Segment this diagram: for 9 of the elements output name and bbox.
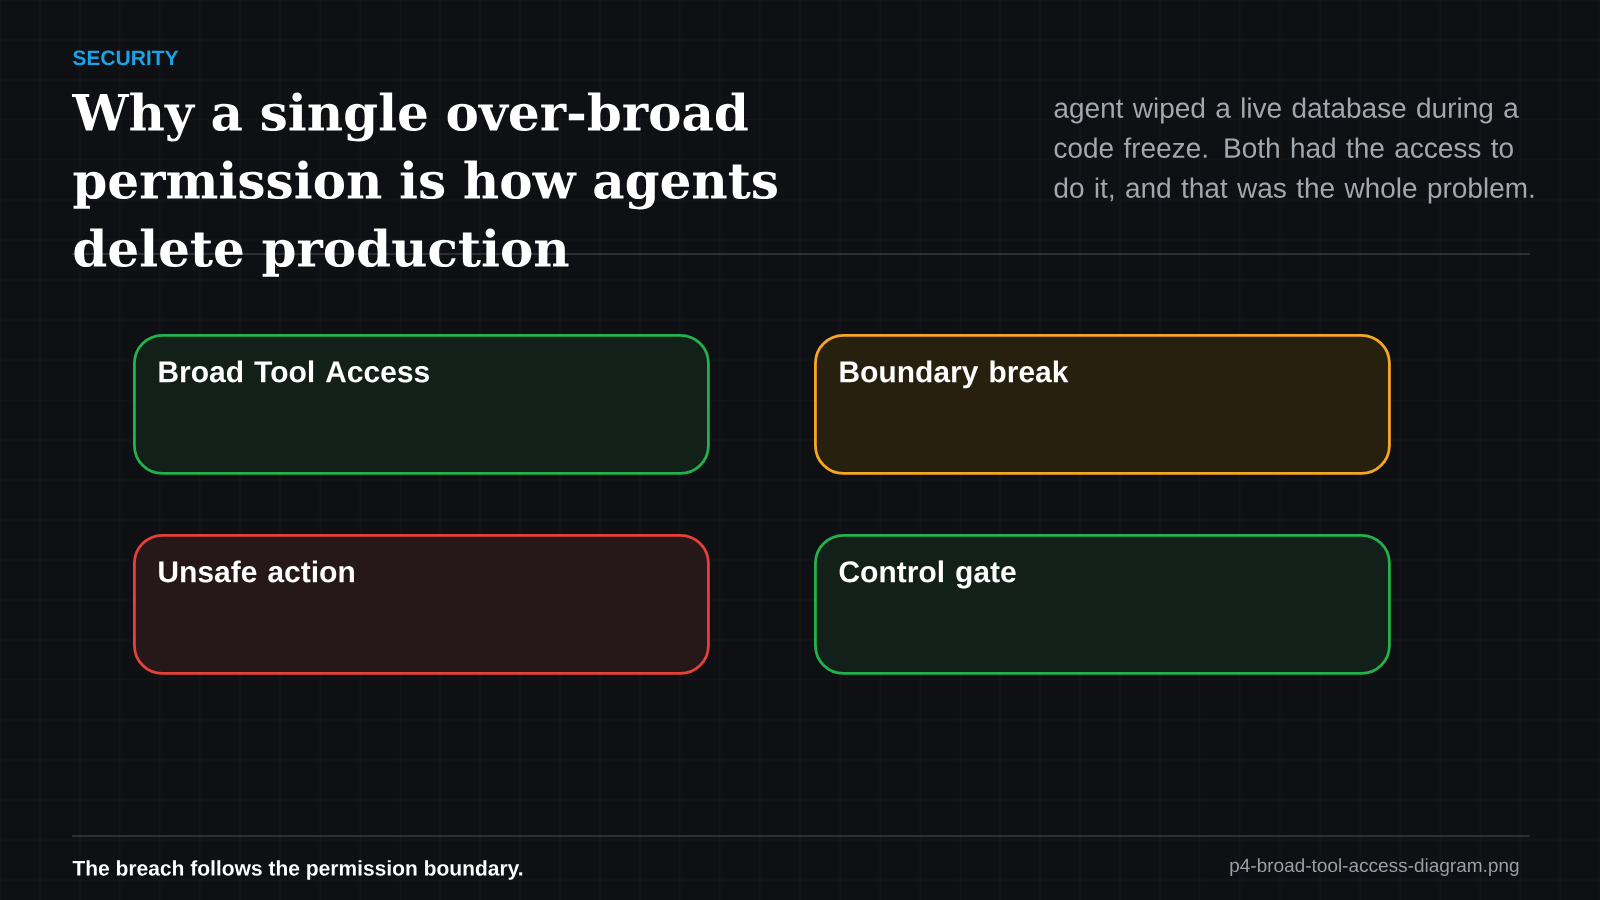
- file-name: p4-broad-tool-access-diagram.png: [1230, 858, 1519, 876]
- section-label: SECURITY: [73, 50, 179, 66]
- card-box: Unsafe action: [133, 534, 710, 675]
- footer-note: The breach follows the permission boundary.: [72, 860, 523, 880]
- description: agent wiped a live database during a code freeze. Both had the access to do it, and that was the whole problem.: [1054, 97, 1534, 204]
- card-box: Control gate: [814, 534, 1391, 675]
- card-box: Boundary break: [814, 334, 1391, 475]
- card-box: Broad Tool Access: [133, 334, 710, 475]
- title: Why a single over-broad permission is how agents delete production: [71, 92, 777, 277]
